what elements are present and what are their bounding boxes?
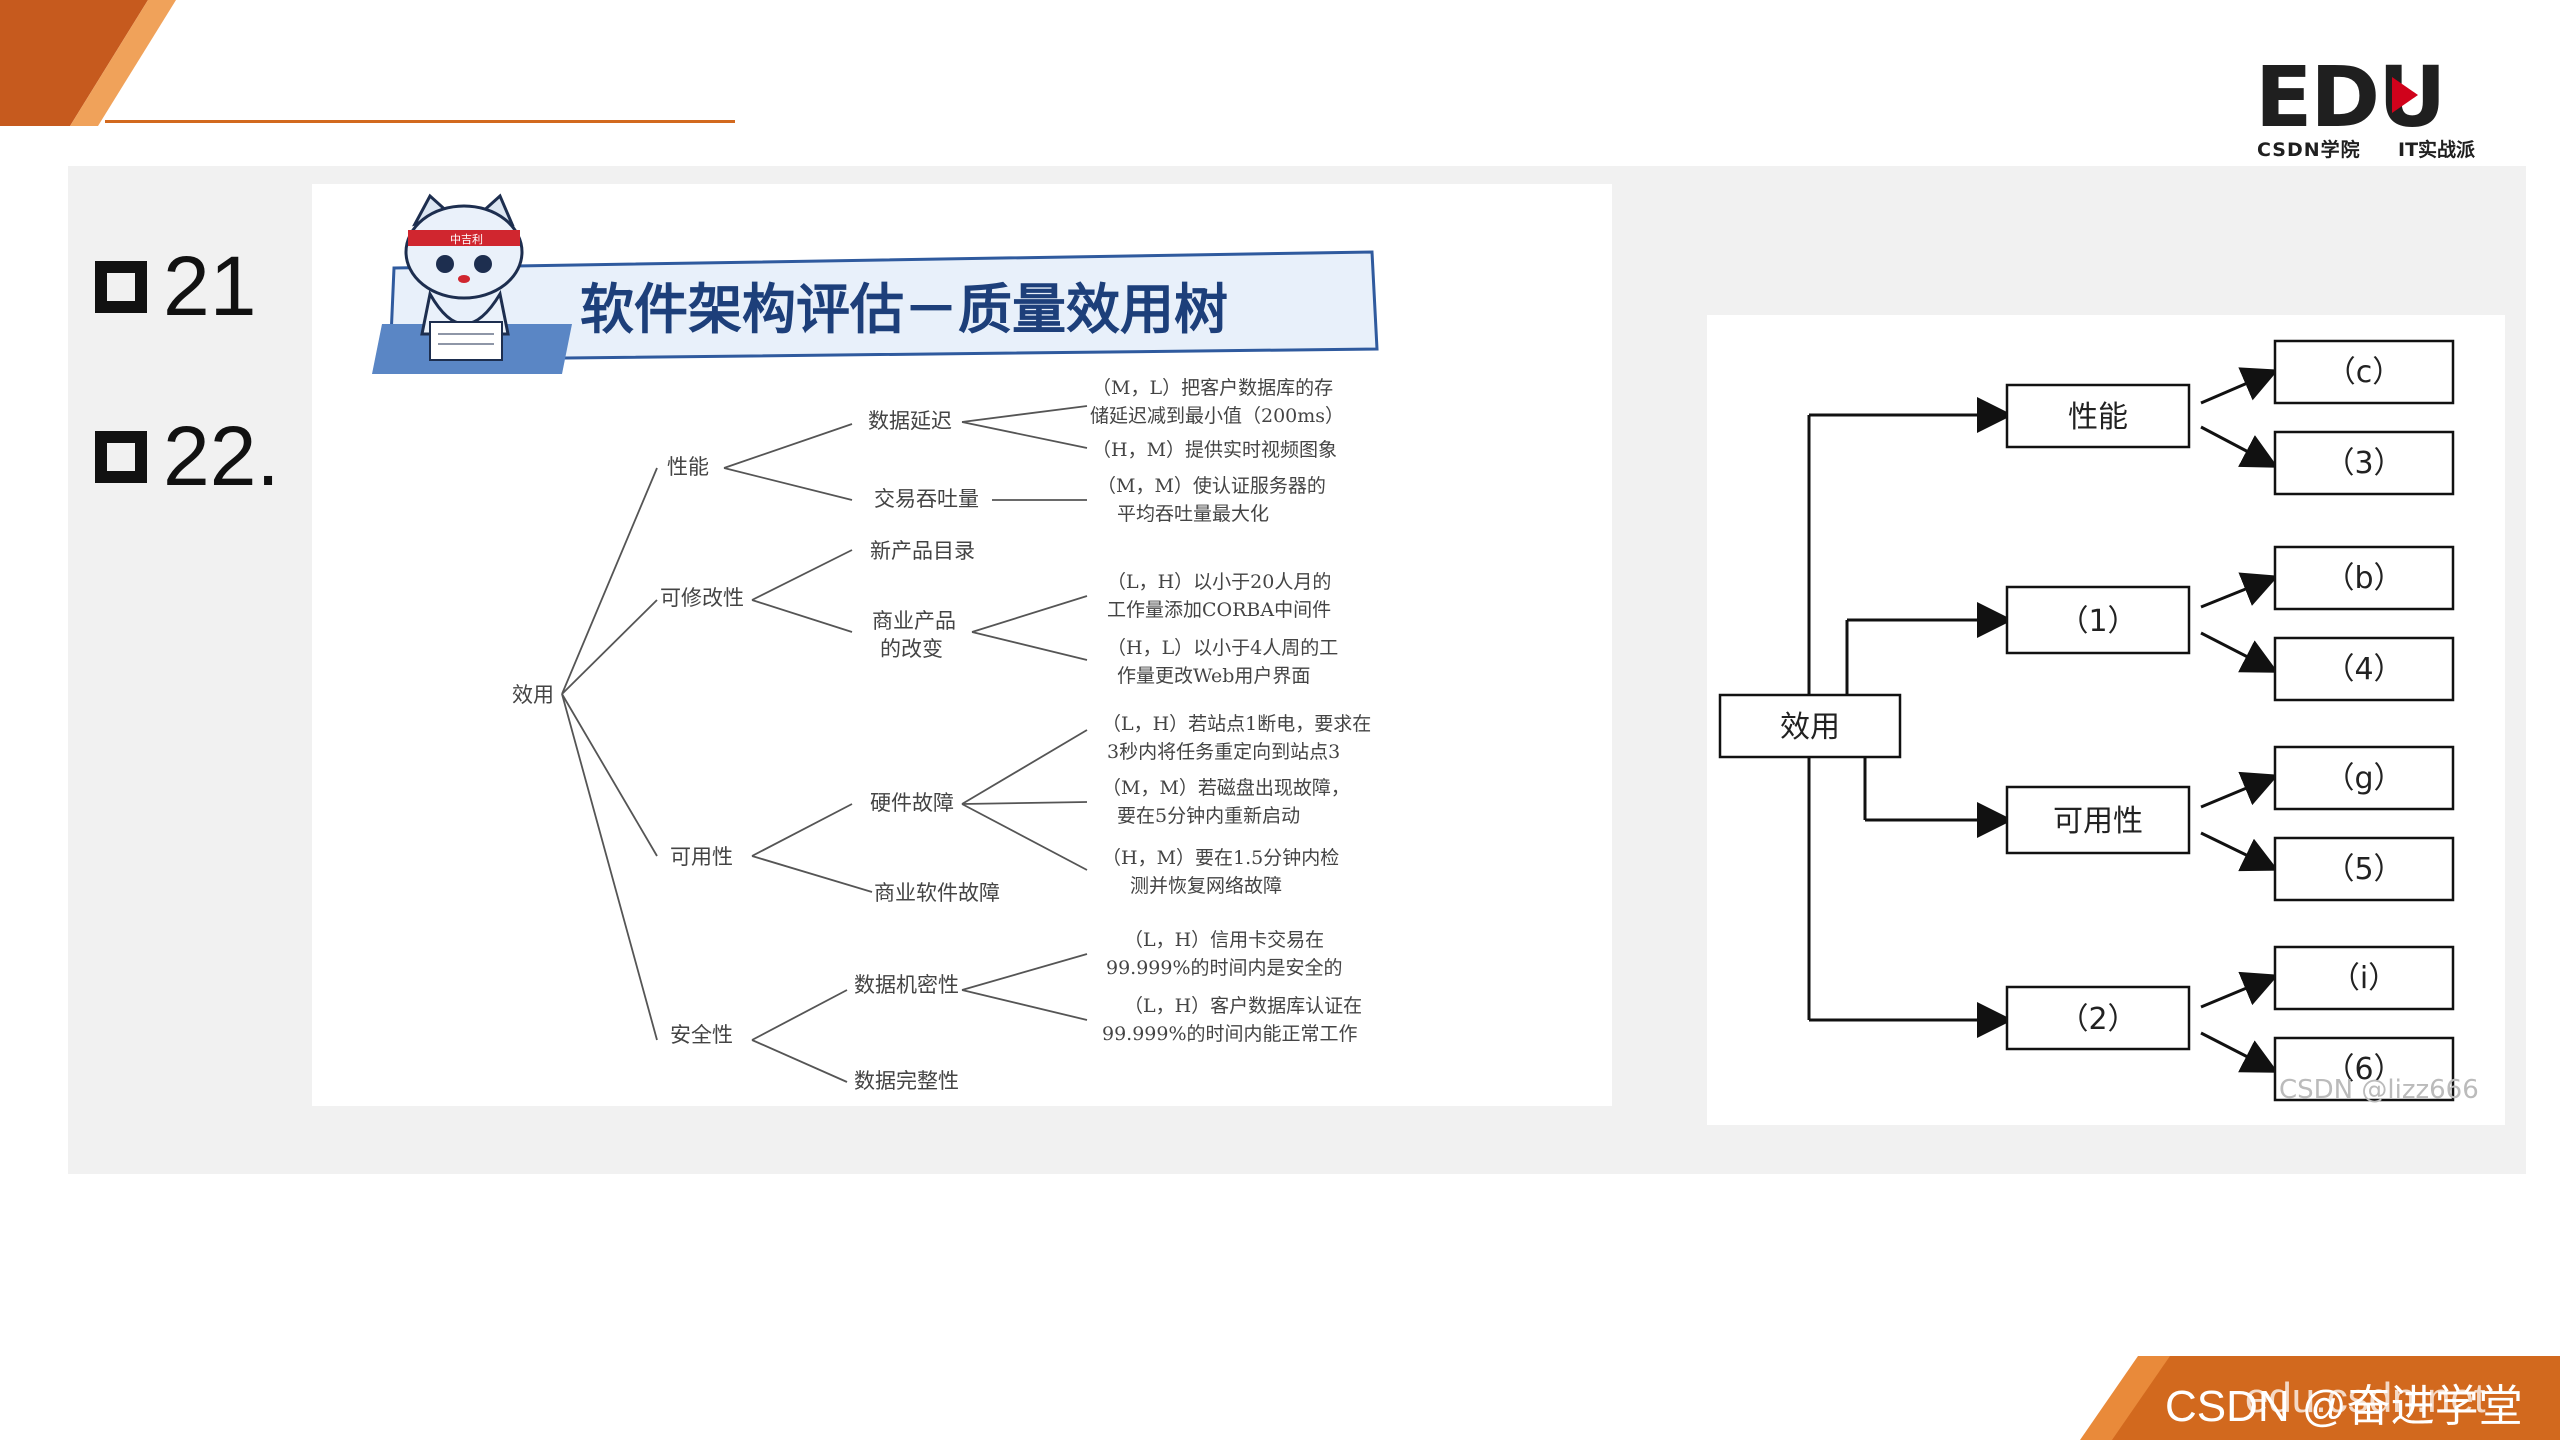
title-banner: 软件架构评估－质量效用树 — [372, 250, 1379, 374]
tree-root: 效用 — [512, 683, 554, 707]
corner-decoration — [0, 0, 176, 126]
tree-subcategory: 数据完整性 — [854, 1069, 959, 1093]
tree-category: 性能 — [667, 455, 709, 479]
tree-subcategory: 商业软件故障 — [874, 881, 1000, 905]
leaf-box — [2273, 636, 2455, 702]
node-box — [2005, 785, 2191, 855]
tree-scenario: 3秒内将任务重定向到站点3 — [1107, 741, 1340, 763]
checkbox-icon — [95, 260, 147, 313]
leaf-box — [2273, 945, 2455, 1011]
question-item: 22. — [95, 408, 280, 505]
logo-mark: EDU — [2255, 48, 2446, 146]
tree-scenario: 工作量添加CORBA中间件 — [1107, 599, 1331, 621]
tree-scenario: 储延迟减到最小值（200ms） — [1090, 405, 1344, 427]
footer-band — [2080, 1356, 2560, 1440]
utility-tree-figure: 软件架构评估－质量效用树 中吉利 — [312, 184, 1612, 1106]
leaf-label: （i） — [2330, 961, 2398, 996]
leaf-box — [2273, 836, 2455, 902]
leaf-box — [2273, 745, 2455, 811]
tree-subcategory: 硬件故障 — [870, 791, 954, 815]
node-box — [2005, 585, 2191, 655]
tree-scenario: 作量更改Web用户界面 — [1117, 665, 1310, 687]
mascot-headband-text: 中吉利 — [450, 233, 483, 246]
tree-scenario: （L，H）客户数据库认证在 — [1124, 995, 1362, 1017]
question-item: 21 — [95, 238, 256, 335]
leaf-label: （c） — [2326, 355, 2403, 390]
tree-category: 可修改性 — [660, 586, 744, 610]
leaf-box — [2273, 430, 2455, 496]
leaf-label: （5） — [2324, 852, 2403, 887]
tree-scenario: （H，M）提供实时视频图象 — [1092, 439, 1337, 461]
checkbox-icon — [95, 430, 147, 483]
leaf-box — [2273, 1036, 2455, 1102]
node-label: 可用性 — [2053, 804, 2143, 839]
footer-site: edu.csdn.net — [2245, 1374, 2486, 1421]
node-label: （1） — [2058, 604, 2137, 639]
watermark: CSDN @lizz666 — [2279, 1075, 2479, 1105]
cat-mascot-icon: 中吉利 — [404, 193, 524, 361]
tree-category: 可用性 — [670, 845, 733, 869]
leaf-label: （g） — [2324, 761, 2403, 796]
diagram-connectors — [1807, 367, 2279, 1073]
leaf-box — [2273, 339, 2455, 405]
footer-watermark: CSDN @奋进学堂 — [2165, 1382, 2523, 1431]
edu-logo: EDU CSDN学院 IT实战派 — [2255, 55, 2500, 165]
node-box — [2005, 383, 2191, 449]
node-label: （2） — [2058, 1002, 2137, 1037]
leaf-box — [2273, 545, 2455, 611]
tree-scenario: （L，H）信用卡交易在 — [1124, 929, 1324, 951]
leaf-label: （4） — [2324, 652, 2403, 687]
question-label: 22. — [163, 409, 280, 503]
figure-title: 软件架构评估－质量效用树 — [580, 278, 1228, 341]
tree-scenario: 99.999%的时间内能正常工作 — [1102, 1023, 1358, 1045]
leaf-label: （b） — [2324, 561, 2403, 596]
tree-scenario: （M，M）若磁盘出现故障， — [1102, 777, 1350, 799]
tree-scenario: 测并恢复网络故障 — [1130, 875, 1282, 897]
tree-subcategory: 交易吞吐量 — [874, 487, 979, 511]
tree-scenario: 要在5分钟内重新启动 — [1117, 805, 1300, 827]
tree-subcategory: 商业产品 — [872, 609, 956, 633]
tree-subcategory: 数据机密性 — [854, 973, 959, 997]
logo-subtitle-right: IT实战派 — [2398, 139, 2476, 161]
question-label: 21 — [163, 239, 257, 333]
tree-scenario: （H，M）要在1.5分钟内检 — [1102, 847, 1339, 869]
tree-subcategory: 新产品目录 — [870, 539, 975, 563]
header-rule — [105, 120, 735, 123]
tree-subcategory: 数据延迟 — [868, 409, 952, 433]
tree-category: 安全性 — [670, 1023, 733, 1047]
leaf-label: （3） — [2324, 446, 2403, 481]
tree-connectors — [561, 405, 1088, 1083]
node-label-root: 效用 — [1780, 710, 1840, 745]
tree-scenario: （M，L）把客户数据库的存 — [1092, 377, 1333, 399]
tree-scenario: （M，M）使认证服务器的 — [1097, 475, 1326, 497]
tree-scenario: （L，H）若站点1断电，要求在 — [1102, 713, 1371, 735]
tree-scenario: （L，H）以小于20人月的 — [1107, 571, 1331, 593]
fill-in-diagram: 效用 性能 （1） 可用性 （2） （c） （3） （b） （4） （g） （5… — [1707, 315, 2505, 1125]
tree-subcategory: 的改变 — [880, 637, 943, 661]
node-box-root — [1718, 693, 1902, 759]
logo-subtitle-left: CSDN学院 — [2257, 139, 2361, 161]
tree-scenario: 平均吞吐量最大化 — [1117, 503, 1269, 525]
node-box — [2005, 985, 2191, 1051]
play-icon — [2392, 77, 2418, 113]
tree-scenario: 99.999%的时间内是安全的 — [1106, 957, 1343, 979]
leaf-label: （6） — [2324, 1052, 2403, 1087]
node-label: 性能 — [2068, 400, 2128, 435]
tree-scenario: （H，L）以小于4人周的工 — [1107, 637, 1338, 659]
